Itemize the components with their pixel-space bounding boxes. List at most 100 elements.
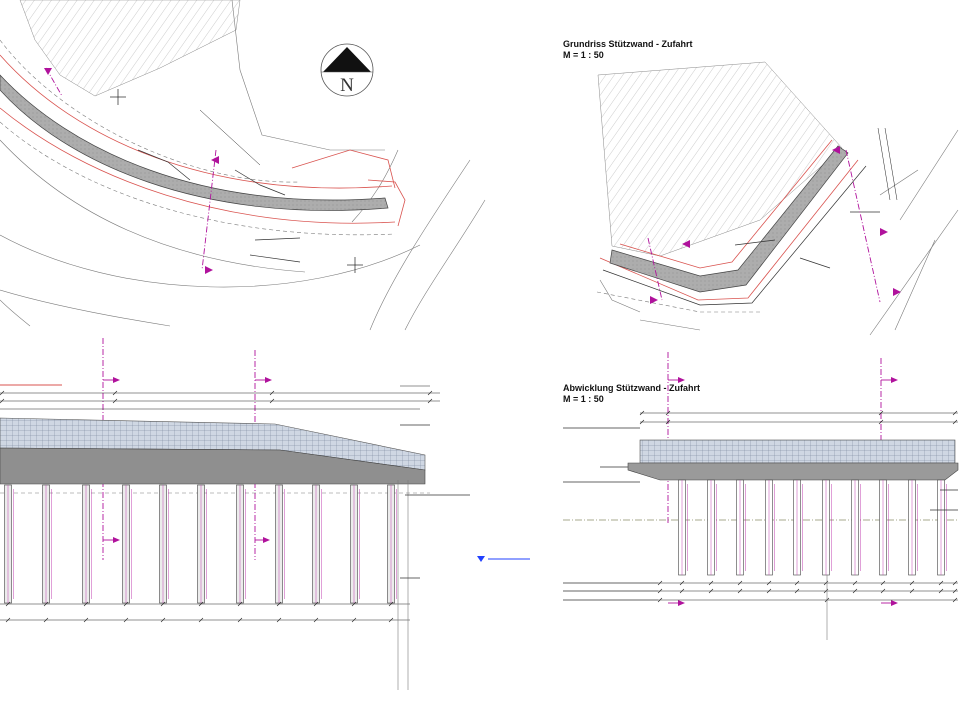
pile: [4, 484, 14, 604]
dimension-tick: [766, 588, 772, 594]
north-label: N: [340, 75, 354, 96]
pile: [937, 479, 947, 576]
pile: [707, 479, 717, 576]
dimension-tick: [794, 588, 800, 594]
section-arrow: [880, 228, 888, 236]
plan-curved-wall: N: [0, 0, 486, 331]
level-marker-icon: [477, 556, 530, 562]
dimension-line: [884, 127, 898, 201]
dimension-tick: [83, 601, 89, 607]
section-arrow: [682, 240, 690, 248]
pile: [765, 479, 775, 576]
elevation-title: Abwicklung Stützwand - Zufahrt: [563, 383, 700, 393]
dimension-tick: [665, 419, 671, 425]
dimension-tick: [0, 390, 5, 396]
contour-line: [404, 199, 486, 331]
contour-line: [894, 239, 936, 331]
section-arrow: [103, 537, 120, 543]
dimension-tick: [276, 617, 282, 623]
section-arrow: [211, 156, 219, 164]
contour-line: [0, 139, 306, 273]
dimension-tick: [878, 410, 884, 416]
elevation-curved-wall: [0, 338, 530, 690]
pile: [42, 484, 52, 604]
contour-line: [0, 289, 171, 327]
pile: [387, 484, 397, 604]
property-line: [231, 0, 385, 151]
contour-line: [899, 129, 959, 221]
dimension-tick: [708, 588, 714, 594]
section-arrow: [255, 537, 270, 543]
elevation-access-wall: Abwicklung Stützwand - Zufahrt M = 1 : 5…: [563, 352, 959, 640]
contour-line: [869, 209, 959, 336]
pile: [793, 479, 803, 576]
north-arrow-icon: N: [320, 43, 374, 97]
dimension-chain: [657, 580, 958, 603]
road-edge: [599, 279, 641, 313]
dimension-tick: [657, 597, 663, 603]
offset-line: [602, 165, 867, 306]
outline-red: [0, 107, 396, 224]
leader-line: [137, 149, 191, 181]
dimension-tick: [639, 410, 645, 416]
dimension-chain: [639, 410, 958, 425]
elevation-scale: M = 1 : 50: [563, 394, 604, 404]
dimension-tick: [276, 601, 282, 607]
contour-line: [351, 149, 399, 223]
section-arrow: [255, 377, 272, 383]
pile: [736, 479, 746, 576]
dimension-tick: [952, 580, 958, 586]
section-arrow: [44, 68, 52, 75]
pile: [908, 479, 918, 576]
dimension-tick: [938, 588, 944, 594]
section-line: [647, 237, 663, 301]
dimension-tick: [852, 580, 858, 586]
dimension-tick: [639, 419, 645, 425]
dimension-tick: [952, 410, 958, 416]
cap-beam: [627, 462, 959, 481]
pile: [236, 484, 246, 604]
contour-line: [0, 299, 31, 327]
dimension-tick: [952, 419, 958, 425]
dimension-tick: [0, 398, 5, 404]
dimension-tick: [679, 588, 685, 594]
dimension-tick: [269, 390, 275, 396]
dimension-tick: [823, 588, 829, 594]
dimension-tick: [679, 580, 685, 586]
wall-panel: [639, 439, 956, 464]
dimension-tick: [737, 580, 743, 586]
pile: [822, 479, 832, 576]
dimension-tick: [657, 588, 663, 594]
dimension-tick: [878, 419, 884, 425]
pile-row: [678, 479, 947, 576]
dimension-tick: [952, 588, 958, 594]
section-arrow: [650, 296, 658, 304]
section-line: [201, 149, 217, 271]
plan-scale: M = 1 : 50: [563, 50, 604, 60]
dimension-tick: [313, 617, 319, 623]
pile: [851, 479, 861, 576]
dimension-tick: [427, 390, 433, 396]
dimension-tick: [112, 390, 118, 396]
leader-line: [734, 239, 776, 246]
contour-line: [0, 234, 421, 288]
pile: [159, 484, 169, 604]
dimension-tick: [737, 588, 743, 594]
dimension-tick: [427, 398, 433, 404]
plan-access-wall: Grundriss Stützwand - Zufahrt M = 1 : 50: [563, 39, 959, 336]
dimension-tick: [388, 617, 394, 623]
section-arrow: [205, 266, 213, 274]
dimension-tick: [938, 580, 944, 586]
dimension-tick: [269, 398, 275, 404]
dimension-tick: [198, 601, 204, 607]
dimension-tick: [83, 617, 89, 623]
dimension-tick: [708, 580, 714, 586]
dimension-tick: [880, 580, 886, 586]
section-arrow: [881, 600, 898, 606]
outline-red: [0, 54, 393, 189]
dimension-chain: [0, 385, 440, 410]
dimension-tick: [160, 617, 166, 623]
pile: [312, 484, 322, 604]
section-arrow: [893, 288, 901, 296]
